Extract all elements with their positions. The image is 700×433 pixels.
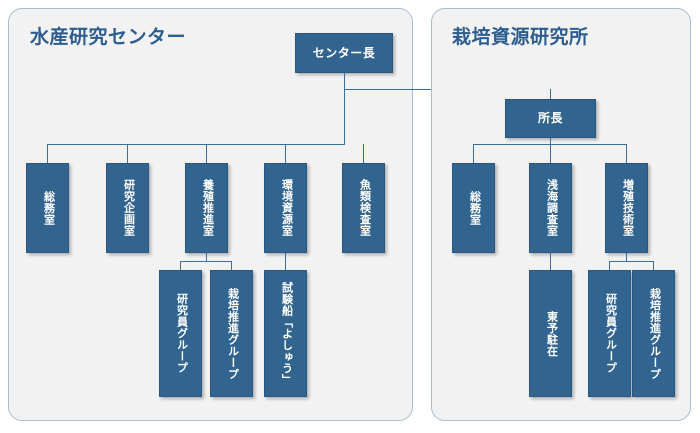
connector-left-level1-bus xyxy=(47,144,345,145)
connector-right-shallow-stem xyxy=(550,253,551,270)
connector-left-envres-stem xyxy=(285,253,286,270)
connector-right-root-stem xyxy=(550,138,551,144)
node-left-research-vessel-yoshu[interactable]: 試験船「よしゅう」 xyxy=(264,270,307,397)
connector-left-aqua-drop-1 xyxy=(180,261,181,270)
connector-left-drop-5 xyxy=(363,144,364,163)
connector-right-prop-drop-2 xyxy=(653,261,654,270)
connector-left-drop-4 xyxy=(285,144,286,163)
node-label: 研究企画室 xyxy=(122,179,135,237)
connector-left-drop-3 xyxy=(206,144,207,163)
node-right-culture-promotion-group[interactable]: 栽培推進グループ xyxy=(632,270,675,397)
panel-title-left: 水産研究センター xyxy=(30,27,187,48)
node-label: センター長 xyxy=(312,45,376,60)
node-left-fish-inspection[interactable]: 魚類検査室 xyxy=(342,163,385,253)
node-right-shallow-sea-survey[interactable]: 浅海調査室 xyxy=(529,163,572,253)
node-label: 栽培推進グループ xyxy=(648,287,661,380)
node-label: 栽培推進グループ xyxy=(226,287,239,380)
node-label: 試験船「よしゅう」 xyxy=(280,281,293,386)
node-left-culture-promotion-group[interactable]: 栽培推進グループ xyxy=(210,270,253,397)
node-label: 魚類検査室 xyxy=(358,179,371,237)
connector-right-level1-bus xyxy=(473,144,626,145)
connector-right-prop-bus xyxy=(609,261,654,262)
node-institute-director[interactable]: 所長 xyxy=(505,99,596,138)
connector-right-prop-drop-1 xyxy=(609,261,610,270)
node-left-environmental-resources[interactable]: 環境資源室 xyxy=(264,163,307,253)
connector-right-prop-stem xyxy=(626,253,627,261)
node-label: 研究員グループ xyxy=(604,293,617,374)
connector-right-drop-2 xyxy=(550,144,551,163)
panel-title-right: 栽培資源研究所 xyxy=(452,27,589,48)
connector-left-aqua-drop-2 xyxy=(231,261,232,270)
connector-right-root-feed xyxy=(550,89,551,99)
connector-left-drop-1 xyxy=(47,144,48,163)
node-left-researcher-group[interactable]: 研究員グループ xyxy=(159,270,202,397)
node-right-researcher-group[interactable]: 研究員グループ xyxy=(588,270,631,397)
node-left-aquaculture-promotion[interactable]: 養殖推進室 xyxy=(185,163,228,253)
connector-left-aqua-bus xyxy=(180,261,232,262)
node-label: 増殖技術室 xyxy=(621,179,634,237)
connector-left-root-dropline xyxy=(344,89,345,144)
connector-left-aqua-stem xyxy=(206,253,207,261)
node-right-general-affairs[interactable]: 総務室 xyxy=(452,163,495,253)
node-label: 養殖推進室 xyxy=(201,179,214,237)
connector-right-drop-3 xyxy=(626,144,627,163)
node-label: 所長 xyxy=(537,111,563,126)
node-left-general-affairs[interactable]: 総務室 xyxy=(26,163,69,253)
node-label: 東予駐在 xyxy=(545,310,558,357)
connector-left-drop-2 xyxy=(127,144,128,163)
connector-right-drop-1 xyxy=(473,144,474,163)
node-label: 浅海調査室 xyxy=(545,179,558,237)
node-center-director[interactable]: センター長 xyxy=(295,33,393,73)
connector-left-root-stem xyxy=(344,73,345,90)
node-right-propagation-technology[interactable]: 増殖技術室 xyxy=(605,163,648,253)
node-left-research-planning[interactable]: 研究企画室 xyxy=(106,163,149,253)
node-label: 総務室 xyxy=(42,190,55,226)
node-label: 研究員グループ xyxy=(175,293,188,374)
node-label: 総務室 xyxy=(468,190,481,226)
node-right-toyo-branch[interactable]: 東予駐在 xyxy=(529,270,572,397)
node-label: 環境資源室 xyxy=(280,179,293,237)
